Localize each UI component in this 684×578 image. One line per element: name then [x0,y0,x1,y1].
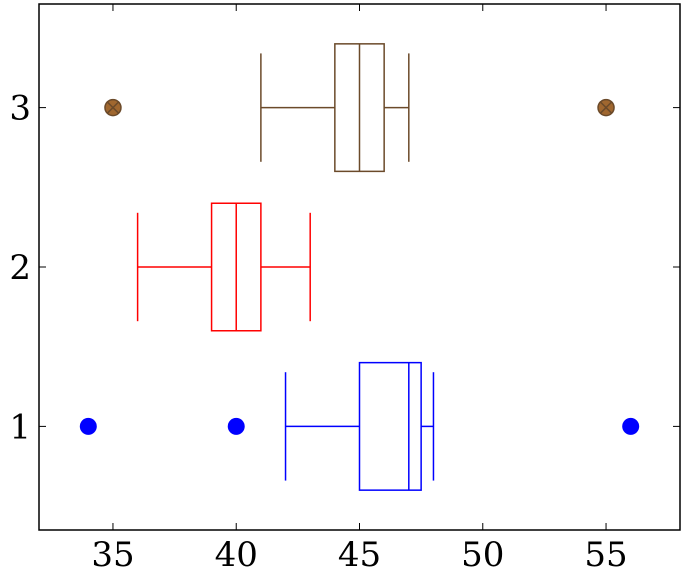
y-tick-label-2: 2 [9,248,31,288]
y-tick-label-3: 3 [9,89,31,129]
x-tick-label-45: 45 [338,535,381,575]
outlier-cross-b-3-55 [599,101,613,114]
plot-area [79,43,640,491]
outlier-point-1-34 [79,417,97,435]
outlier-point-1-56 [622,417,640,435]
box-group-2 [136,202,311,332]
box-group-3 [104,43,615,173]
y-tick-label-1: 1 [9,407,31,447]
outlier-point-3-55 [597,98,615,117]
axis-ticks: 35 40 45 50 55 1 2 3 [9,4,680,575]
outlier-point-3-35 [104,98,122,117]
outlier-point-1-40 [227,417,245,435]
x-tick-label-50: 50 [461,535,504,575]
outlier-cross-b-3-35 [106,101,120,114]
box-group-1 [79,361,640,491]
x-tick-label-40: 40 [215,535,258,575]
x-tick-label-35: 35 [91,535,134,575]
x-tick-label-55: 55 [584,535,627,575]
box-1 [358,361,422,491]
